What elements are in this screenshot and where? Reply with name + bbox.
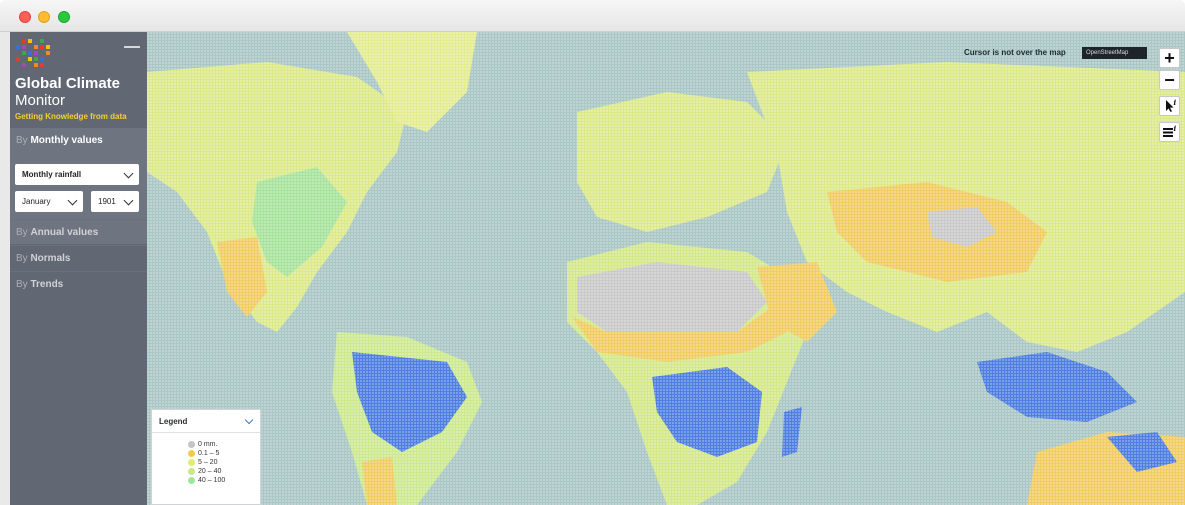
logo-dot	[40, 63, 44, 67]
legend-label: 40 – 100	[198, 477, 226, 484]
logo-dot	[16, 57, 20, 61]
logo-dot	[40, 57, 44, 61]
legend-swatch	[188, 468, 195, 475]
map-canvas	[147, 32, 1185, 505]
logo-dot	[22, 45, 26, 49]
legend-label: 5 – 20	[198, 459, 218, 466]
legend-item: 20 – 40	[188, 467, 225, 476]
logo-dot	[40, 45, 44, 49]
logo-dot	[34, 63, 38, 67]
map-legend: Legend 0 mm. 0.1 – 5 5 – 20	[151, 409, 261, 505]
cursor-info-icon: i	[1166, 98, 1177, 112]
section-label: Monthly values	[30, 135, 103, 146]
climate-map[interactable]: Cursor is not over the map OpenStreetMap…	[147, 32, 1185, 505]
chevron-down-icon	[67, 195, 78, 206]
app-tagline: Getting Knowledge from data	[15, 112, 127, 121]
monthly-values-panel: Monthly rainfall January 1901	[10, 154, 147, 244]
year-select[interactable]: 1901	[91, 191, 139, 212]
legend-swatch	[188, 450, 195, 457]
section-prefix: By	[16, 227, 28, 238]
section-label: Trends	[30, 279, 64, 290]
logo-dot	[28, 51, 32, 55]
legend-swatch	[188, 441, 195, 448]
legend-swatch	[188, 477, 195, 484]
map-raster-overlay	[147, 32, 1185, 505]
chevron-down-icon	[123, 195, 134, 206]
variable-select[interactable]: Monthly rainfall	[15, 164, 139, 185]
section-prefix: By	[16, 253, 28, 264]
svg-text:i: i	[1174, 98, 1177, 107]
cursor-readout: Cursor is not over the map	[964, 48, 1066, 57]
chevron-down-icon	[244, 415, 254, 425]
legend-label: 0 mm.	[198, 441, 218, 448]
app-title: Global Climate	[15, 75, 121, 92]
logo-dot	[22, 39, 26, 43]
logo-dot	[22, 51, 26, 55]
zoom-out-button[interactable]: −	[1159, 70, 1180, 90]
legend-item: 0.1 – 5	[188, 449, 225, 458]
logo-dot	[28, 39, 32, 43]
section-label: Annual values	[30, 227, 99, 238]
month-select[interactable]: January	[15, 191, 83, 212]
legend-list: 0 mm. 0.1 – 5 5 – 20 20 – 40	[188, 440, 225, 485]
legend-item: 40 – 100	[188, 476, 225, 485]
legend-item: 0 mm.	[188, 440, 225, 449]
legend-item: 5 – 20	[188, 458, 225, 467]
logo-dot	[34, 57, 38, 61]
legend-title: Legend	[159, 417, 188, 426]
section-monthly-values[interactable]: By Monthly values	[10, 128, 147, 154]
menu-toggle-icon[interactable]	[124, 46, 140, 48]
logo-dot	[40, 39, 44, 43]
layer-info-button[interactable]: i	[1159, 122, 1180, 142]
year-select-value: 1901	[98, 197, 116, 206]
logo-dot	[34, 45, 38, 49]
section-prefix: By	[16, 279, 28, 290]
app-logo-icon	[16, 39, 50, 67]
window-titlebar	[0, 0, 1185, 32]
close-window-button[interactable]	[19, 11, 31, 23]
variable-select-value: Monthly rainfall	[22, 170, 82, 179]
app-subtitle: Monitor	[15, 92, 66, 109]
chevron-down-icon	[123, 168, 134, 179]
section-prefix: By	[16, 135, 28, 146]
section-label: Normals	[30, 253, 71, 264]
logo-dot	[46, 45, 50, 49]
base-layer-select[interactable]: OpenStreetMap	[1082, 47, 1147, 59]
section-trends[interactable]: By Trends	[10, 271, 147, 297]
logo-dot	[22, 63, 26, 67]
minimize-window-button[interactable]	[38, 11, 50, 23]
maximize-window-button[interactable]	[58, 11, 70, 23]
legend-swatch	[188, 459, 195, 466]
logo-dot	[16, 45, 20, 49]
zoom-in-button[interactable]: +	[1159, 48, 1180, 68]
pointer-info-button[interactable]: i	[1159, 96, 1180, 116]
section-normals[interactable]: By Normals	[10, 245, 147, 271]
month-select-value: January	[22, 197, 51, 206]
layers-info-icon: i	[1163, 124, 1177, 137]
logo-dot	[28, 57, 32, 61]
legend-label: 20 – 40	[198, 468, 222, 475]
legend-label: 0.1 – 5	[198, 450, 220, 457]
logo-dot	[46, 51, 50, 55]
svg-text:i: i	[1174, 124, 1177, 133]
logo-dot	[34, 51, 38, 55]
legend-header[interactable]: Legend	[152, 410, 260, 433]
sidebar: Global Climate Monitor Getting Knowledge…	[10, 32, 147, 505]
section-annual-values[interactable]: By Annual values	[10, 219, 147, 245]
app-content: Global Climate Monitor Getting Knowledge…	[10, 32, 1185, 505]
